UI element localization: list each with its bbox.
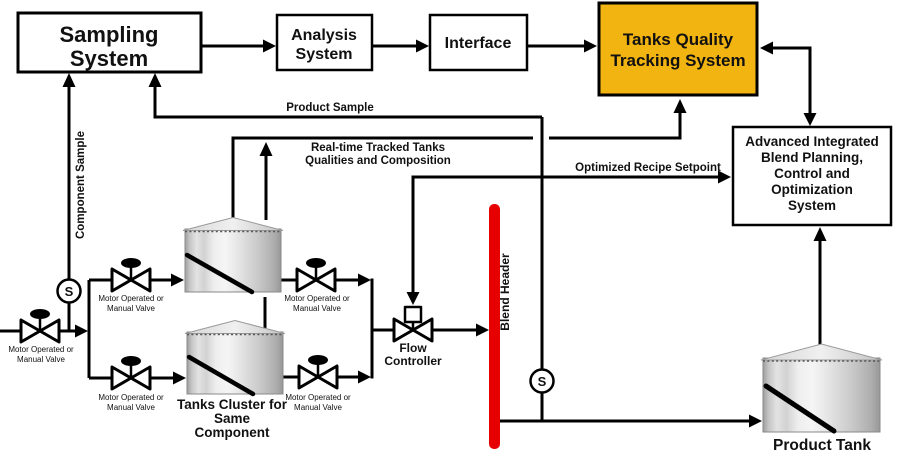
tank-roof (760, 343, 883, 361)
valve-label: Motor Operated or (98, 294, 164, 303)
tanks-quality-tracking-box (597, 1, 759, 97)
sample-point-letter: S (65, 284, 74, 299)
motor-valve-icon (110, 356, 152, 391)
component-tank-lower-icon (184, 319, 286, 397)
valve-label: Manual Valve (293, 304, 341, 313)
valve-label: Manual Valve (107, 304, 155, 313)
arrow-into-manifold-upper (358, 273, 371, 287)
motor-valve-icon (297, 355, 339, 390)
line-tracking-advanced-link (772, 46, 812, 114)
tank-level-line (763, 383, 837, 434)
arrow-component-sample-up (62, 73, 76, 87)
system-boxes: Sampling System Analysis System Interfac… (16, 1, 893, 227)
blend-header-bar (489, 204, 500, 449)
sample-point-product-icon: S (529, 368, 555, 394)
analysis-system-box (275, 13, 374, 72)
valve-labels: Motor Operated or Manual Valve Motor Ope… (8, 294, 351, 412)
sample-point-component-icon: S (56, 278, 82, 304)
line-setpoint (411, 175, 719, 293)
valve-label: Motor Operated or (285, 393, 351, 402)
arrow-setpoint-right (718, 170, 731, 184)
valve-label: Motor Operated or (8, 345, 74, 354)
advanced-system-label: System (788, 198, 836, 213)
arrow-into-blend-header (476, 323, 489, 337)
flow-labels: Product Sample Component Sample Real-tim… (8, 102, 871, 454)
flow-controller-valve-icon (392, 305, 434, 343)
tank-roof (182, 216, 284, 231)
arrow-into-advanced-top (803, 113, 817, 126)
arrow-into-tank1 (171, 273, 184, 287)
arrow-realtime-up (673, 99, 687, 113)
product-sample-label: Product Sample (286, 102, 374, 114)
arrow-to-analysis (263, 39, 276, 53)
motor-valve-icon (295, 258, 337, 293)
tank-level-line (186, 354, 256, 397)
analysis-system-label: Analysis (291, 27, 357, 44)
tank-roof (184, 319, 286, 334)
flow-controller-label: Controller (384, 354, 442, 368)
flow-controller-label: Flow (399, 341, 427, 355)
realtime-label: Real-time Tracked Tanks (311, 142, 445, 154)
tanks-cluster-label: Component (195, 425, 270, 440)
line-realtime-left (231, 136, 533, 222)
advanced-system-label: Blend Planning, (761, 150, 863, 165)
tanks-cluster-label: Tanks Cluster for (177, 397, 288, 412)
valve-label: Motor Operated or (284, 294, 350, 303)
tanks-cluster-label: Same (214, 411, 251, 426)
arrow-into-tank2 (173, 371, 186, 385)
arrow-product-data-up (813, 227, 827, 241)
realtime-label: Qualities and Composition (305, 155, 451, 167)
arrow-into-flow-controller (406, 292, 420, 305)
sample-point-letter: S (538, 374, 547, 389)
tanks-quality-label: Tracking System (610, 51, 745, 70)
valve-label: Manual Valve (17, 355, 65, 364)
advanced-system-label: Control and (774, 166, 850, 181)
sampling-system-label: System (70, 46, 148, 71)
tanks-quality-label: Tanks Quality (623, 30, 734, 49)
interface-box (428, 13, 529, 72)
valve-label: Motor Operated or (98, 393, 164, 402)
tank-level-line (184, 252, 255, 295)
arrow-into-tracking-right (760, 41, 773, 55)
component-tank-upper-icon (182, 216, 284, 295)
advanced-system-label: Optimization (771, 182, 853, 197)
motor-valve-icon (19, 309, 61, 344)
arrow-feed-junction (75, 324, 88, 338)
interface-label: Interface (445, 35, 512, 52)
blend-header-label: Blend Header (498, 253, 512, 331)
arrow-into-manifold-lower (358, 370, 371, 384)
arrow-to-tracking (584, 39, 597, 53)
product-tank-label: Product Tank (773, 437, 871, 454)
component-sample-label: Component Sample (75, 131, 87, 239)
arrowheads (62, 39, 827, 428)
arrow-into-product-tank (749, 414, 762, 428)
analysis-system-label: System (296, 46, 353, 63)
line-realtime-right (549, 113, 682, 140)
valve-label: Manual Valve (107, 403, 155, 412)
product-tank-icon (760, 343, 883, 434)
advanced-system-box (731, 125, 893, 227)
optimized-setpoint-label: Optimized Recipe Setpoint (575, 162, 721, 174)
sampling-system-label: Sampling (59, 22, 158, 47)
sampling-system-box (16, 11, 203, 74)
motor-valve-icon (110, 258, 152, 293)
valves (19, 258, 434, 391)
valve-label: Manual Valve (294, 403, 342, 412)
arrow-to-interface (416, 39, 429, 53)
advanced-system-label: Advanced Integrated (745, 134, 879, 149)
arrow-tank1-data-up (259, 142, 273, 156)
arrow-product-sample-up (148, 73, 162, 87)
